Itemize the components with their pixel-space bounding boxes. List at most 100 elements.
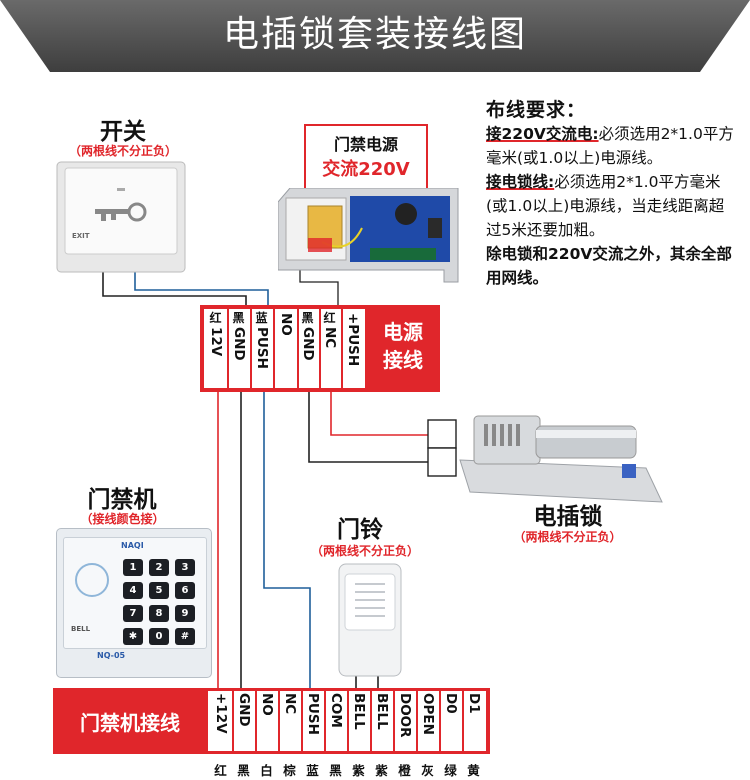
page-title: 电插锁套装接线图 — [222, 14, 527, 55]
power-terminal-name: NC — [322, 327, 338, 349]
access-wire-color: 红 — [214, 763, 227, 778]
power-terminal-color: 红 — [209, 311, 222, 325]
access-terminal-divider — [416, 691, 418, 751]
switch-wire-a — [102, 272, 247, 305]
power-terminal-name: GND — [231, 327, 247, 361]
access-terminal-name: NO — [259, 693, 275, 716]
power-terminal-divider — [250, 309, 252, 388]
keypad-key: 6 — [175, 582, 195, 599]
power-terminal-6: 红 NC — [320, 311, 339, 348]
access-terminal-divider — [301, 691, 303, 751]
access-terminal-8: BELL — [372, 693, 391, 730]
access-terminal-1: +12V — [211, 693, 230, 734]
lock-note: （两根线不分正负） — [513, 530, 622, 544]
access-terminal-divider — [278, 691, 280, 751]
power-terminal-name: +PUSH — [345, 313, 361, 367]
access-terminal-name: PUSH — [305, 693, 321, 735]
wiring-requirements: 布线要求： 接220V交流电:必须选用2*1.0平方毫米(或1.0以上)电源线。… — [486, 98, 736, 290]
access-note: （接线颜色接） — [80, 512, 165, 526]
power-terminal-title-line1: 电源 — [383, 320, 423, 344]
keypad-key: 0 — [149, 628, 169, 645]
access-terminal-2: GND — [234, 693, 253, 727]
access-terminal-divider — [393, 691, 395, 751]
access-wire-color: 蓝 — [306, 763, 319, 778]
requirements-heading: 布线要求： — [486, 99, 587, 121]
power-label-line2: 交流220V — [322, 159, 410, 180]
access-bell-text: BELL — [71, 625, 91, 633]
access-terminal-divider — [370, 691, 372, 751]
power-terminal-divider — [341, 309, 343, 388]
power-terminal-name: PUSH — [254, 327, 270, 369]
access-terminal-title: 门禁机接线 — [56, 696, 204, 746]
power-terminal-7: +PUSH — [343, 311, 362, 366]
wire-lock-gnd — [308, 392, 428, 463]
access-wire-color: 绿 — [444, 763, 457, 778]
keypad-key: 5 — [149, 582, 169, 599]
title-banner — [0, 0, 750, 72]
power-wire — [299, 262, 339, 305]
power-terminal-divider — [227, 309, 229, 388]
access-model: NQ-05 — [97, 651, 126, 660]
access-terminal-name: DOOR — [397, 693, 413, 738]
lock-label: 电插锁 — [533, 504, 603, 530]
power-terminal-5: 黑 GND — [298, 311, 317, 361]
doorbell-image — [338, 563, 402, 677]
access-terminal-4: NC — [280, 693, 299, 714]
doorbell-note: （两根线不分正负） — [310, 544, 419, 558]
access-wire-color: 白 — [260, 763, 273, 778]
doorbell-label: 门铃 — [337, 517, 383, 543]
switch-label: 开关 — [100, 119, 146, 145]
switch-note: （两根线不分正负） — [68, 144, 177, 158]
access-terminal-divider — [324, 691, 326, 751]
wire-lock-nc — [330, 392, 428, 436]
power-terminal-name: GND — [300, 327, 316, 361]
access-terminal-name: GND — [236, 693, 252, 727]
lock-key: 接电锁线: — [486, 173, 555, 191]
access-wire-color: 黑 — [329, 763, 342, 778]
access-wire-color: 灰 — [421, 763, 434, 778]
access-wire-color: 棕 — [283, 763, 296, 778]
power-terminal-panel — [204, 309, 365, 388]
access-wire-color: 紫 — [375, 763, 388, 778]
access-terminal-name: OPEN — [420, 693, 436, 735]
power-terminal-color: 红 — [323, 311, 336, 325]
power-terminal-1: 红 12V — [206, 311, 225, 356]
wire-push-blue — [263, 392, 311, 690]
power-terminal-name: NO — [278, 313, 294, 336]
power-label-line1: 门禁电源 — [333, 135, 398, 154]
keypad-key: 7 — [123, 605, 143, 622]
access-terminal-divider — [347, 691, 349, 751]
keypad-key: 4 — [123, 582, 143, 599]
access-terminal-7: BELL — [349, 693, 368, 730]
power-terminal-title-line2: 接线 — [383, 348, 423, 372]
power-supply-image — [278, 188, 459, 283]
ac-text: 必须选用2*1.0平方毫米(或1.0以上)电源线。 — [486, 125, 734, 167]
access-terminal-name: NC — [282, 693, 298, 715]
lock-connector-top — [427, 419, 457, 449]
power-label-box: 门禁电源 交流220V — [304, 124, 428, 190]
keypad-key: # — [175, 628, 195, 645]
access-terminal-divider — [439, 691, 441, 751]
power-terminal-name: 12V — [208, 327, 224, 357]
electric-bolt-lock-image — [459, 415, 663, 503]
keypad-key: 3 — [175, 559, 195, 576]
keypad-key: ✱ — [123, 628, 143, 645]
access-terminal-11: D0 — [441, 693, 460, 714]
access-terminal-3: NO — [257, 693, 276, 716]
power-terminal-color: 黑 — [301, 311, 314, 325]
power-terminal-divider — [273, 309, 275, 388]
access-wire-color: 黄 — [467, 763, 480, 778]
power-terminal-color: 黑 — [232, 311, 245, 325]
power-terminal-4: NO — [276, 311, 295, 336]
access-terminal-name: D0 — [443, 693, 459, 714]
access-brand: NAQI — [121, 541, 144, 550]
access-terminal-name: BELL — [351, 693, 367, 730]
lock-connector-bottom — [427, 447, 457, 477]
access-terminal-9: DOOR — [395, 693, 414, 738]
access-terminal-divider — [232, 691, 234, 751]
access-terminal-6: COM — [326, 693, 345, 728]
access-terminal-name: D1 — [466, 693, 482, 714]
keypad-key: 2 — [149, 559, 169, 576]
